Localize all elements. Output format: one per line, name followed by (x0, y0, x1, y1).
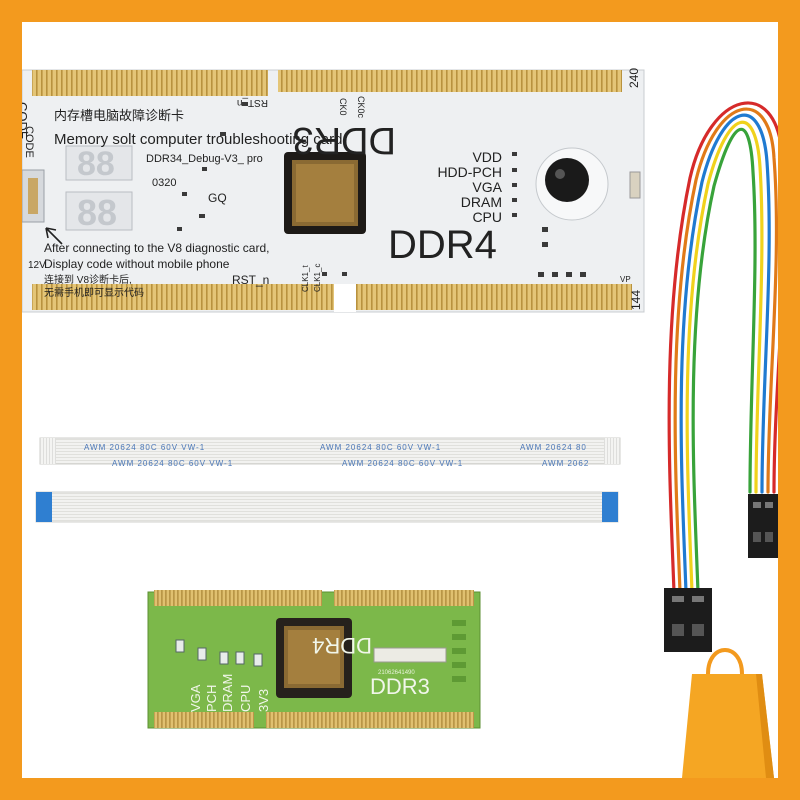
rst-top-label: RST_n (237, 97, 268, 108)
indicator-vdd: VDD (472, 149, 502, 165)
ribbon-print-1c: AWM 20624 80 (520, 443, 587, 452)
small-bottom-fingers-left (154, 712, 254, 728)
small-ddr3-label: DDR3 (370, 674, 430, 699)
indicator-dram: DRAM (461, 194, 502, 210)
svg-text:88: 88 (77, 145, 115, 183)
note-line-1: After connecting to the V8 diagnostic ca… (44, 241, 269, 255)
gq-label: GQ (208, 191, 227, 205)
ribbon-tab-right (602, 492, 618, 522)
firmware-label: DDR34_Debug-V3_ pro (146, 153, 263, 165)
label-code-top: CODE (22, 102, 30, 140)
product-photo: 88 88 (22, 68, 778, 778)
small-smd-pads (452, 620, 466, 682)
ddr4-label: DDR4 (388, 223, 497, 267)
arrow-icon (45, 227, 63, 245)
key-notch (334, 284, 356, 312)
ffc-connector (373, 647, 447, 663)
title-en: Memory solt computer troubleshooting car… (54, 131, 342, 148)
clk1t-label: CLK1_t (301, 265, 310, 292)
smd-components (177, 102, 641, 277)
small-top-fingers-right (334, 590, 474, 606)
small-top-fingers-left (154, 590, 322, 606)
shopping-bag-icon (682, 648, 774, 778)
ribbon-cable-2 (35, 491, 619, 523)
ck0c-label: CK0c (356, 96, 366, 119)
small-debug-card: 21062641490 VGA PCH DRAM CPU 3V3 DDR4 DD… (147, 590, 481, 729)
ribbon-cable-1: AWM 20624 80C 60V VW-1 AWM 20624 80C 60V… (39, 437, 621, 468)
bottom-gold-fingers-right (356, 284, 632, 310)
note-cn-1: 连接到 V8诊断卡后, (44, 273, 132, 286)
small-label-pch: PCH (204, 685, 219, 712)
ribbon-tab-left (36, 492, 52, 522)
small-label-dram: DRAM (220, 674, 235, 712)
small-bottom-fingers-right (266, 712, 474, 728)
top-gold-fingers-right (278, 70, 622, 92)
svg-text:88: 88 (77, 192, 117, 233)
ddr3-label: DDR3 (293, 119, 396, 161)
indicator-vga: VGA (472, 179, 502, 195)
pin-144-label: 144 (629, 290, 643, 310)
led-pads (175, 639, 263, 667)
buzzer (535, 147, 609, 221)
main-chip (284, 152, 366, 234)
dupont-wire-cable (667, 101, 778, 594)
serial-label: 21062641490 (378, 670, 415, 676)
vp-label: VP (620, 275, 631, 284)
ribbon-print-2c: AWM 2062 (542, 459, 589, 468)
bottom-gold-fingers-left (32, 284, 334, 310)
rst-bottom-label: RST_n (232, 273, 269, 287)
connector-pins (28, 178, 38, 214)
small-label-vga: VGA (188, 684, 203, 712)
ribbon-print-1b: AWM 20624 80C 60V VW-1 (320, 443, 441, 452)
dupont-connector-right (748, 494, 778, 558)
pin-240-label: 240 (627, 68, 641, 88)
ribbon-print-1a: AWM 20624 80C 60V VW-1 (84, 443, 205, 452)
ck0-label: CK0 (338, 98, 348, 116)
title-cn: 内存槽电脑故障诊断卡 (54, 108, 184, 123)
product-photo-area: 88 88 (22, 22, 778, 778)
indicator-cpu: CPU (472, 209, 502, 225)
note-cn-2: 无需手机即可显示代码 (44, 286, 144, 299)
large-debug-card: 88 88 (22, 68, 645, 313)
top-gold-fingers-left (32, 70, 268, 96)
small-ddr4-label: DDR4 (312, 633, 372, 658)
date-label: 0320 (152, 177, 176, 189)
seven-segment-display: 88 88 (65, 145, 133, 233)
label-code: CODE (23, 126, 35, 158)
ribbon-print-2a: AWM 20624 80C 60V VW-1 (112, 459, 233, 468)
small-label-cpu: CPU (238, 685, 253, 712)
label-12v: 12V (28, 260, 46, 271)
small-label-3v3: 3V3 (256, 689, 271, 712)
clk1c-label: CLK1_c (313, 264, 322, 292)
ribbon-print-2b: AWM 20624 80C 60V VW-1 (342, 459, 463, 468)
note-line-2: Display code without mobile phone (44, 257, 230, 271)
indicator-hdd-pch: HDD-PCH (437, 164, 502, 180)
dupont-connector-left (664, 588, 712, 652)
